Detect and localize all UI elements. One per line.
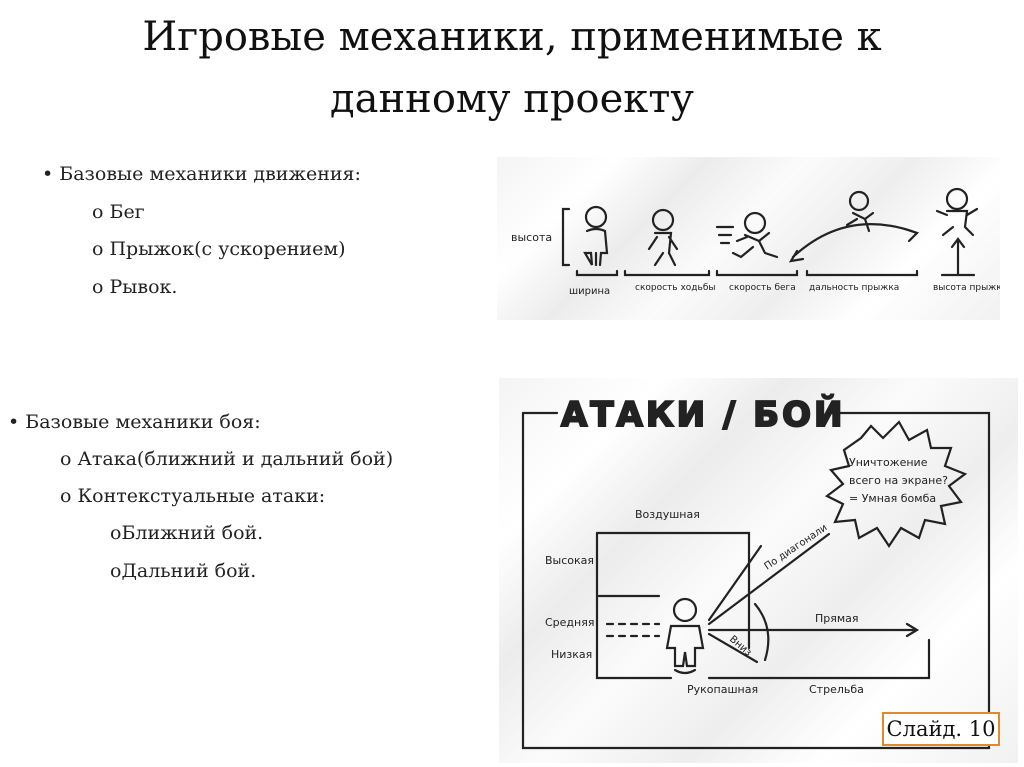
label-walk-speed: скорость ходьбы — [635, 283, 715, 293]
label-height: высота — [511, 231, 552, 244]
label-shooting: Стрельба — [809, 683, 864, 696]
slide-title-line-1: Игровые механики, применимые к — [142, 14, 882, 60]
burst-line-3: = Умная бомба — [849, 492, 936, 505]
label-width: ширина — [569, 286, 610, 297]
slide-number-badge: Слайд. 10 — [882, 712, 1000, 746]
burst-line-1: Уничтожение — [849, 456, 928, 469]
slide-title: Игровые механики, применимые к данному п… — [0, 6, 1024, 130]
combat-item-contextual: o Контекстуальные атаки: — [60, 485, 326, 507]
combat-subitem-melee: oБлижний бой. — [110, 522, 264, 544]
movement-item-jump: o Прыжок(с ускорением) — [92, 238, 346, 260]
slide-title-line-2: данному проекту — [330, 76, 694, 122]
label-aerial: Воздушная — [635, 508, 700, 521]
combat-item-attack: o Атака(ближний и дальний бой) — [60, 448, 394, 470]
movement-item-dash: o Рывок. — [92, 276, 178, 298]
movement-item-run: o Бег — [92, 201, 145, 223]
combat-subitem-ranged: oДальний бой. — [110, 560, 257, 582]
combat-sketch-title: АТАКИ / БОЙ — [561, 394, 845, 435]
label-run-speed: скорость бега — [729, 283, 796, 293]
label-jump-height: высота прыжка — [933, 283, 1000, 293]
label-straight: Прямая — [815, 612, 859, 625]
label-melee: Рукопашная — [687, 683, 758, 696]
movement-heading: • Базовые механики движения: — [42, 163, 361, 185]
label-jump-distance: дальность прыжка — [809, 283, 899, 293]
combat-sketch: АТАКИ / БОЙ Уничтожение всего на экране?… — [499, 378, 1018, 763]
burst-line-2: всего на экране? — [849, 474, 948, 487]
movement-sketch: высота ширина скорость ходьбы скорость б… — [497, 157, 1000, 320]
label-low: Низкая — [551, 648, 592, 661]
combat-heading: • Базовые механики боя: — [8, 411, 261, 433]
label-high: Высокая — [545, 554, 594, 567]
label-diagonal: По диагонали — [763, 522, 830, 572]
label-middle: Средняя — [545, 616, 594, 629]
